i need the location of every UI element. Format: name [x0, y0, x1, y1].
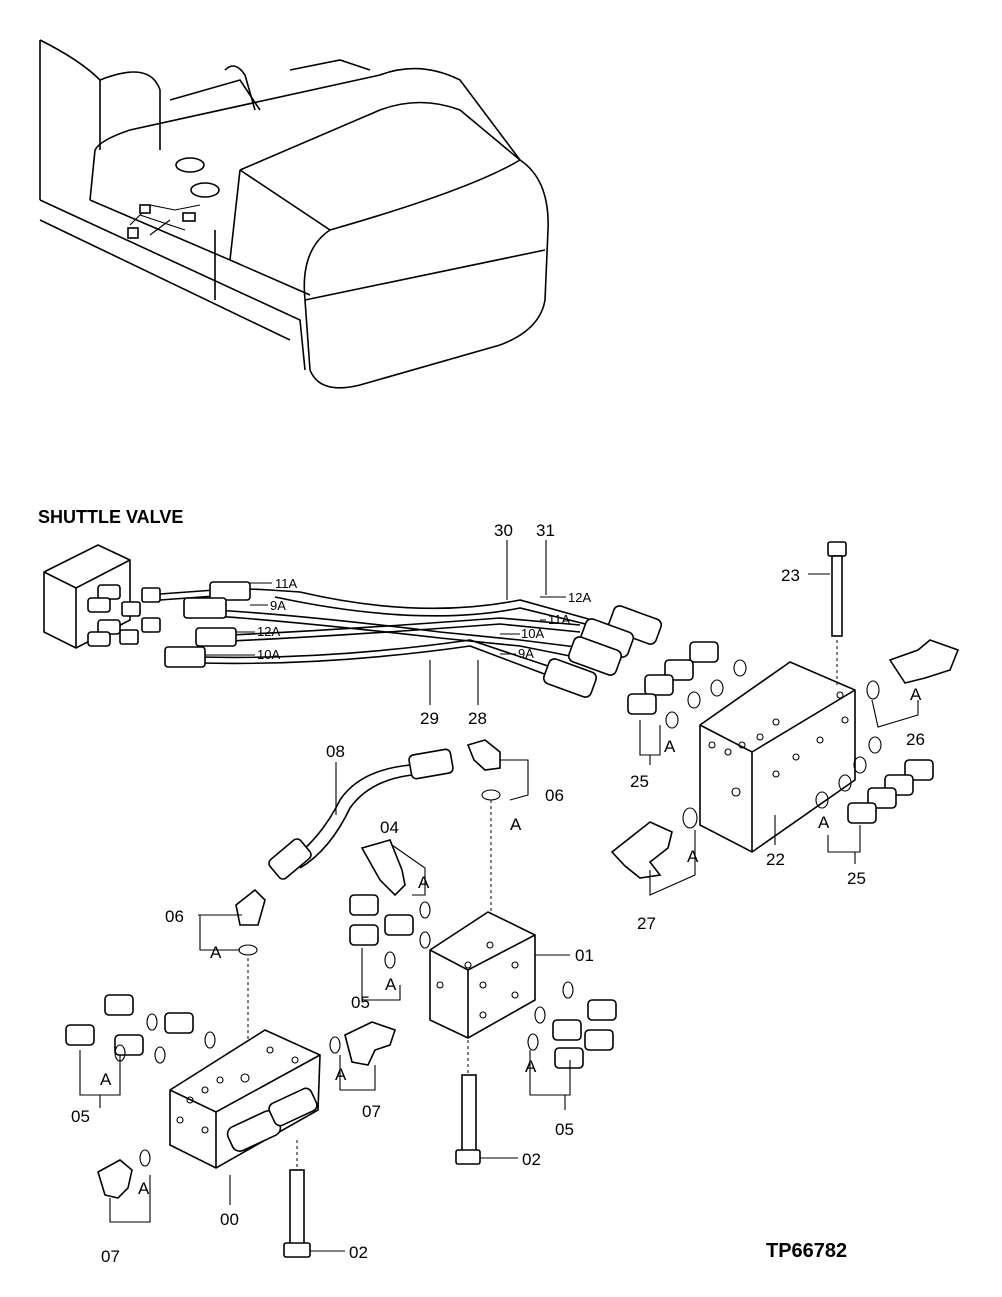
valve-block-00-assembly: 00 A 05 A 07 A 07 02 — [65, 994, 397, 1266]
hose-tag: 9A — [518, 646, 534, 661]
callout-label: 00 — [220, 1210, 239, 1229]
valve-block-01-assembly: 01 A 04 A 05 A 05 02 — [349, 818, 617, 1169]
port-marker: A — [100, 1070, 112, 1089]
hose-tag: 12A — [257, 624, 280, 639]
hose-tag: 10A — [257, 647, 280, 662]
callout-label: 08 — [326, 742, 345, 761]
shuttle-valve-assembly: 11A 9A 12A 10A 12A 11A 10A 9A 30 31 29 2… — [43, 521, 663, 728]
callout-label: 29 — [420, 709, 439, 728]
hose-tag: 12A — [568, 590, 591, 605]
callout-label: 26 — [906, 730, 925, 749]
callout-label: 22 — [766, 850, 785, 869]
callout-label: 02 — [349, 1243, 368, 1262]
callout-label: 27 — [637, 914, 656, 933]
port-marker: A — [525, 1057, 537, 1076]
diagram-title: SHUTTLE VALVE — [38, 507, 183, 527]
port-marker: A — [138, 1179, 150, 1198]
callout-label: 05 — [555, 1120, 574, 1139]
callout-label: 31 — [536, 521, 555, 540]
valve-block-22-assembly: 23 A 25 A 26 — [610, 541, 960, 933]
callout-label: 30 — [494, 521, 513, 540]
callout-label: 05 — [351, 993, 370, 1012]
machine-overview-illustration — [39, 39, 549, 389]
port-marker: A — [418, 873, 430, 892]
port-marker: A — [385, 975, 397, 994]
callout-label: 06 — [165, 907, 184, 926]
hose-tag: 9A — [270, 598, 286, 613]
port-marker: A — [818, 813, 830, 832]
hose-tag: 11A — [275, 576, 297, 591]
hose-tag: 11A — [548, 612, 570, 627]
callout-label: 01 — [575, 946, 594, 965]
callout-label: 07 — [362, 1102, 381, 1121]
callout-label: 25 — [847, 869, 866, 888]
reference-code: TP66782 — [766, 1240, 847, 1262]
callout-label: 04 — [380, 818, 399, 837]
callout-label: 07 — [101, 1247, 120, 1266]
port-marker: A — [664, 737, 676, 756]
port-marker: A — [910, 685, 922, 704]
callout-label: 06 — [545, 786, 564, 805]
callout-label: 28 — [468, 709, 487, 728]
port-marker: A — [210, 943, 222, 962]
hose-08-assembly: A 08 06 A 06 — [165, 739, 564, 1070]
callout-label: 02 — [522, 1150, 541, 1169]
callout-label: 25 — [630, 772, 649, 791]
hose-tag: 10A — [521, 626, 544, 641]
callout-label: 23 — [781, 566, 800, 585]
port-marker: A — [335, 1065, 347, 1084]
callout-label: 05 — [71, 1107, 90, 1126]
port-marker: A — [510, 815, 522, 834]
port-marker: A — [687, 847, 699, 866]
